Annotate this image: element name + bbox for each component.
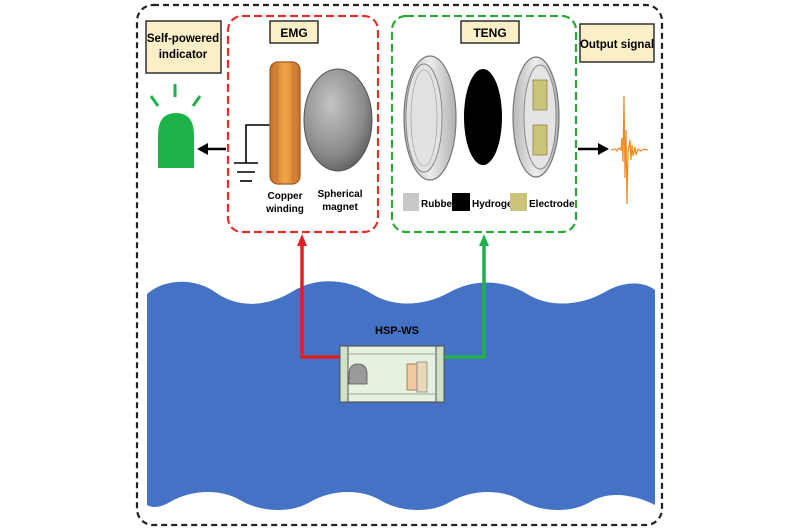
legend-swatch-electrode: [510, 193, 527, 211]
output-arrowhead: [598, 143, 609, 155]
legend-label-rubber: Rubber: [421, 199, 456, 210]
copper-label-line1: Copper: [268, 191, 303, 202]
indicator-arrowhead: [197, 143, 208, 155]
self-powered-label-line1: Self-powered: [147, 33, 219, 45]
legend-swatch-rubber: [403, 193, 419, 211]
device-label: HSP-WS: [375, 325, 419, 337]
rubber-disc: [403, 55, 457, 181]
self-powered-label-line2: indicator: [159, 49, 208, 61]
output-signal-label: Output signal: [580, 39, 654, 51]
emg-label: EMG: [280, 26, 307, 40]
emg-label-box: [269, 20, 319, 44]
teng-label-box: [460, 20, 520, 44]
teng-connection-line: [428, 244, 486, 359]
outer-frame: [135, 3, 664, 527]
ground-icon: [234, 124, 270, 182]
output-signal-label-box: [579, 23, 655, 63]
legend-label-electrode: Electrode: [529, 199, 575, 210]
self-powered-label-box: [145, 20, 222, 74]
copper-winding: [269, 61, 301, 185]
legend-label-hydrogel: Hydrogel: [472, 199, 516, 210]
copper-label-line2: winding: [265, 204, 304, 215]
hsp-ws-device: [339, 345, 445, 403]
teng-label: TENG: [473, 26, 506, 40]
emg-connection-arrowhead: [297, 234, 307, 246]
legend-swatch-hydrogel: [452, 193, 470, 211]
magnet-label-line1: Spherical: [317, 189, 362, 200]
spherical-magnet: [303, 68, 373, 172]
teng-box: [390, 14, 578, 234]
magnet-label-line2: magnet: [322, 202, 358, 213]
output-signal-waveform: [610, 95, 649, 205]
teng-connection-arrowhead: [479, 234, 489, 246]
emg-box: [226, 14, 380, 234]
light-indicator-icon: [149, 84, 202, 168]
electrode-disc: [512, 56, 560, 178]
hydrogel-disc: [464, 69, 502, 165]
